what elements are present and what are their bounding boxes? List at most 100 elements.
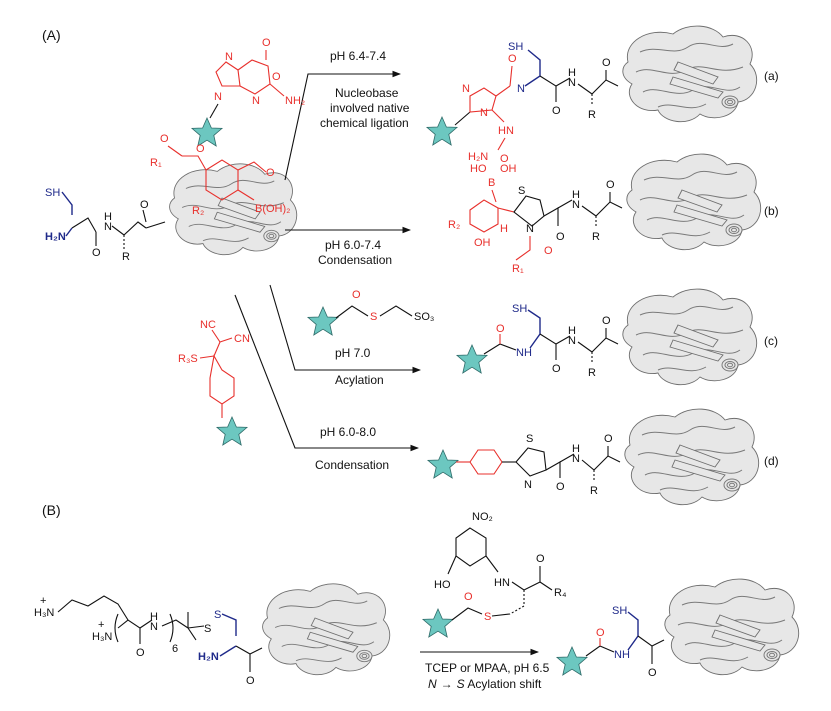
panel-b-condition-2: N → S Acylation shift [428,677,542,691]
panel-b-h2n: H₂N [198,651,219,663]
product-a-r: R [588,109,596,121]
star-label [307,306,339,336]
star-label [427,449,459,479]
product-c-o3: O [602,315,611,327]
route-a-tag: (a) [764,69,779,83]
panel-b-plus2: + [98,619,104,631]
atom-r: R [122,251,130,263]
panel-b-product: O NH SH O [556,578,800,679]
product-a-o2: O [500,153,509,165]
reagent-b-r1: R₁ [150,157,162,169]
panel-b-s3: S [484,611,491,623]
reagent-a: O N O N N NH₂ [191,37,305,147]
panel-b-h: H [150,611,158,623]
route-c-tag: (c) [764,334,778,348]
product-a-hn: HN [498,125,514,137]
product-d-o: O [556,481,565,493]
product-c-o: O [496,323,505,335]
atom-n: N [104,221,112,233]
panel-b-prod-nh: NH [614,649,630,661]
route-b-condition: pH 6.0-7.4 [325,238,381,252]
star-label [426,116,458,146]
atom-sh: SH [45,187,60,199]
panel-b-o3: O [536,553,545,565]
reagent-b-o2: O [160,133,169,145]
reagent-b-o3: O [266,167,275,179]
product-a-sh: SH [508,41,523,53]
panel-b-o2: O [246,675,255,687]
panel-b-cond-n: N [428,677,437,691]
product-b-s: S [518,185,525,197]
panel-b-plus1: + [40,595,46,607]
panel-b-cond-s: S [457,677,465,691]
reagent-d: NC CN R₃S [178,319,250,446]
product-d-h: H [572,443,580,455]
product-b: R₂ OH B HO OH H S N O R₁ O H N R O (b) [448,153,779,275]
product-a-h: H [568,67,576,79]
panel-b-prod-sh: SH [612,605,627,617]
reagent-b-r2: R₂ [192,205,204,217]
panel-b-cond-arrow: → [441,677,453,691]
star-label [216,416,248,446]
route-d-tag: (d) [764,454,779,468]
starting-cys-residue: SH H₂N H N O R O [45,187,166,263]
product-a-o4: O [602,57,611,69]
product-a-nh: N [517,83,525,95]
product-c-o2: O [552,363,561,375]
panel-b-ho: HO [434,579,451,591]
panel-b-o4: O [464,591,473,603]
star-label [422,608,454,638]
route-d-condition: pH 6.0-8.0 [320,425,376,439]
product-c-n: N [568,335,576,347]
product-b-ho: HO [470,163,487,175]
panel-b-r4: R₄ [554,587,567,599]
arrow-route-d [234,294,420,452]
product-c-r: R [588,367,596,379]
product-b-oh: OH [474,237,491,249]
reagent-c-o: O [352,289,361,301]
reagent-d-cn: CN [234,333,250,345]
product-b-n: N [526,223,534,235]
panel-b-cond-rest: Acylation shift [465,677,542,691]
atom-h2n: H₂N [45,231,66,243]
route-b-tag: (b) [764,204,779,218]
product-b-h: H [500,223,508,235]
reagent-b-boh2: B(OH)₂ [255,203,290,215]
product-a: N N O HN H₂N O N SH O H N R O (a) [426,25,779,165]
product-b-r2: R₂ [448,219,460,231]
product-c-h: H [568,325,576,337]
atom-h: H [104,211,112,223]
reagent-c: O S SO₃ [307,289,434,336]
panel-b-reagent: NO₂ HO HN O R₄ O S [422,511,567,638]
product-d-o2: O [604,433,613,445]
reagent-b-o: O [196,143,205,155]
reagent-a-o2: O [272,71,281,83]
product-c-sh: SH [512,303,527,315]
product-c: O NH SH O H N R O (c) [456,288,778,386]
panel-b-s1: S [204,623,211,635]
route-a-note-3: chemical ligation [320,116,409,130]
product-a-o: O [508,53,517,65]
route-c-note: Acylation [335,373,384,387]
route-a-note-1: Nucleobase [335,86,399,100]
product-a-n1: N [462,83,470,95]
product-d-s: S [526,433,533,445]
product-d-n: N [524,479,532,491]
route-c-condition: pH 7.0 [335,346,371,360]
panel-b-six: 6 [172,643,178,655]
star-label [456,344,488,374]
panel-b-n: N [150,621,158,633]
arrow-route-c [269,284,422,374]
panel-b-condition-1: TCEP or MPAA, pH 6.5 [425,661,550,675]
product-a-n3: N [568,77,576,89]
product-b-r: R [592,231,600,243]
panel-b-h3n2: H₃N [92,631,112,643]
star-label [191,117,223,147]
product-d-n2: N [572,453,580,465]
panel-b-start: H₃N + H₃N + O H N 6 S S H₂N O [34,583,391,687]
product-b-h2: H [572,189,580,201]
arrow-route-a [284,70,402,181]
reagent-a-nh2: NH₂ [285,95,305,107]
